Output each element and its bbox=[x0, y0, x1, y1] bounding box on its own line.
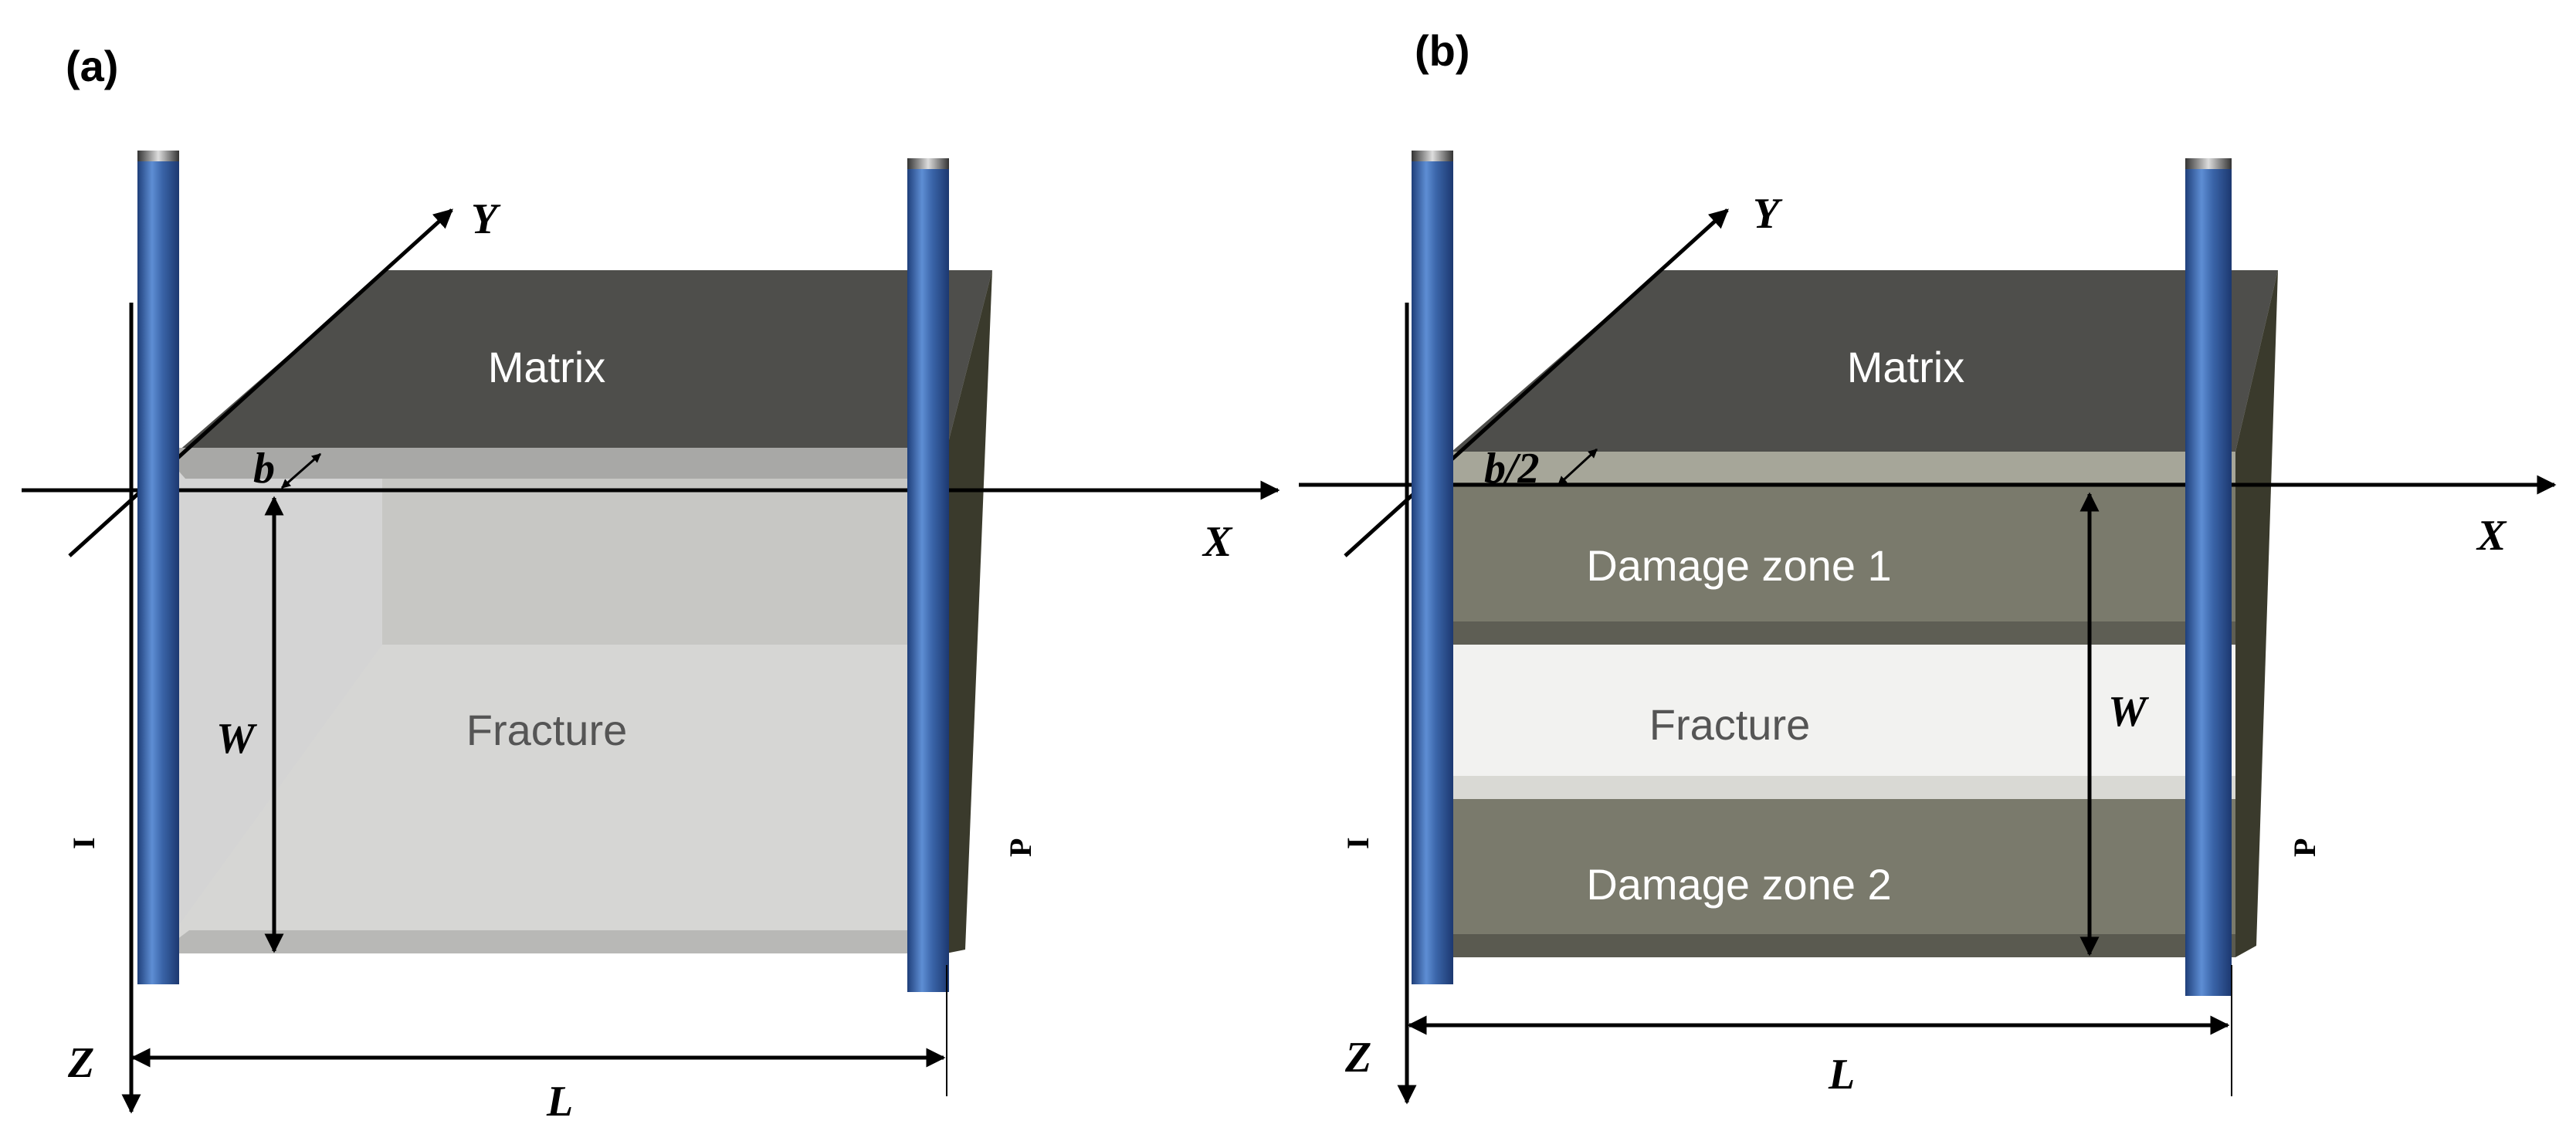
injection-well-label-b: I bbox=[1341, 837, 1375, 849]
width-label-a: W bbox=[216, 715, 258, 763]
panel-b-label: (b) bbox=[1415, 26, 1470, 75]
fracture-top-edge-a bbox=[158, 448, 946, 479]
damage-zone-2-b bbox=[1452, 799, 2235, 936]
z-axis-label-b: Z bbox=[1344, 1034, 1371, 1082]
right-face-b bbox=[2235, 270, 2278, 957]
fracture-band-b bbox=[1452, 645, 2235, 780]
matrix-label-b: Matrix bbox=[1847, 343, 1964, 391]
panel-a-label: (a) bbox=[66, 42, 118, 90]
production-well-cap-a bbox=[907, 158, 949, 169]
matrix-label-a: Matrix bbox=[488, 343, 605, 391]
production-well-label-a: P bbox=[1003, 838, 1038, 857]
injection-well-b bbox=[1412, 151, 1453, 984]
fracture-bottom-edge-a bbox=[158, 930, 946, 953]
damage-zone-1-label-b: Damage zone 1 bbox=[1586, 541, 1891, 590]
matrix-block-b bbox=[1452, 270, 2278, 452]
right-face-a bbox=[946, 270, 992, 953]
x-axis-label-a: X bbox=[1202, 518, 1233, 566]
x-axis-label-b: X bbox=[2476, 512, 2507, 560]
top-band-b bbox=[1452, 452, 2235, 483]
width-label-b: W bbox=[2108, 688, 2150, 736]
y-axis-label-b: Y bbox=[1753, 190, 1783, 238]
z-axis-label-a: Z bbox=[67, 1039, 94, 1087]
panel-a: (a) Y X Z Matrix Fracture b W bbox=[22, 42, 1280, 1126]
fracture-label-b: Fracture bbox=[1649, 700, 1811, 749]
fracture-edge-b bbox=[1452, 776, 2235, 799]
production-well-a bbox=[907, 158, 949, 992]
damage-zone-1-edge-b bbox=[1452, 621, 2235, 645]
injection-well-cap-a bbox=[137, 151, 179, 161]
fracture-label-a: Fracture bbox=[466, 706, 628, 754]
length-label-b: L bbox=[1828, 1051, 1855, 1099]
production-well-label-b: P bbox=[2287, 838, 2322, 857]
production-well-cap-b bbox=[2185, 158, 2232, 169]
fracture-back-a bbox=[382, 479, 942, 645]
y-axis-label-a: Y bbox=[471, 195, 501, 243]
length-label-a: L bbox=[546, 1078, 573, 1126]
aperture-label-b: b/2 bbox=[1484, 445, 1540, 493]
damage-zone-2-label-b: Damage zone 2 bbox=[1586, 860, 1891, 909]
aperture-arrow-a bbox=[281, 452, 321, 489]
panel-b: (b) Y X Z Matrix Damage zone bbox=[1299, 26, 2557, 1105]
injection-well-label-a: I bbox=[66, 837, 101, 849]
matrix-block-a bbox=[178, 270, 992, 452]
aperture-arrow-b bbox=[1557, 448, 1598, 486]
fracture-diag-a bbox=[158, 645, 942, 953]
damage-zone-1-b bbox=[1452, 483, 2235, 628]
injection-well-a bbox=[137, 151, 179, 984]
injection-well-cap-b bbox=[1412, 151, 1453, 161]
production-well-b bbox=[2185, 158, 2232, 996]
damage-zone-2-edge-b bbox=[1452, 934, 2235, 957]
aperture-label-a: b bbox=[253, 445, 275, 493]
